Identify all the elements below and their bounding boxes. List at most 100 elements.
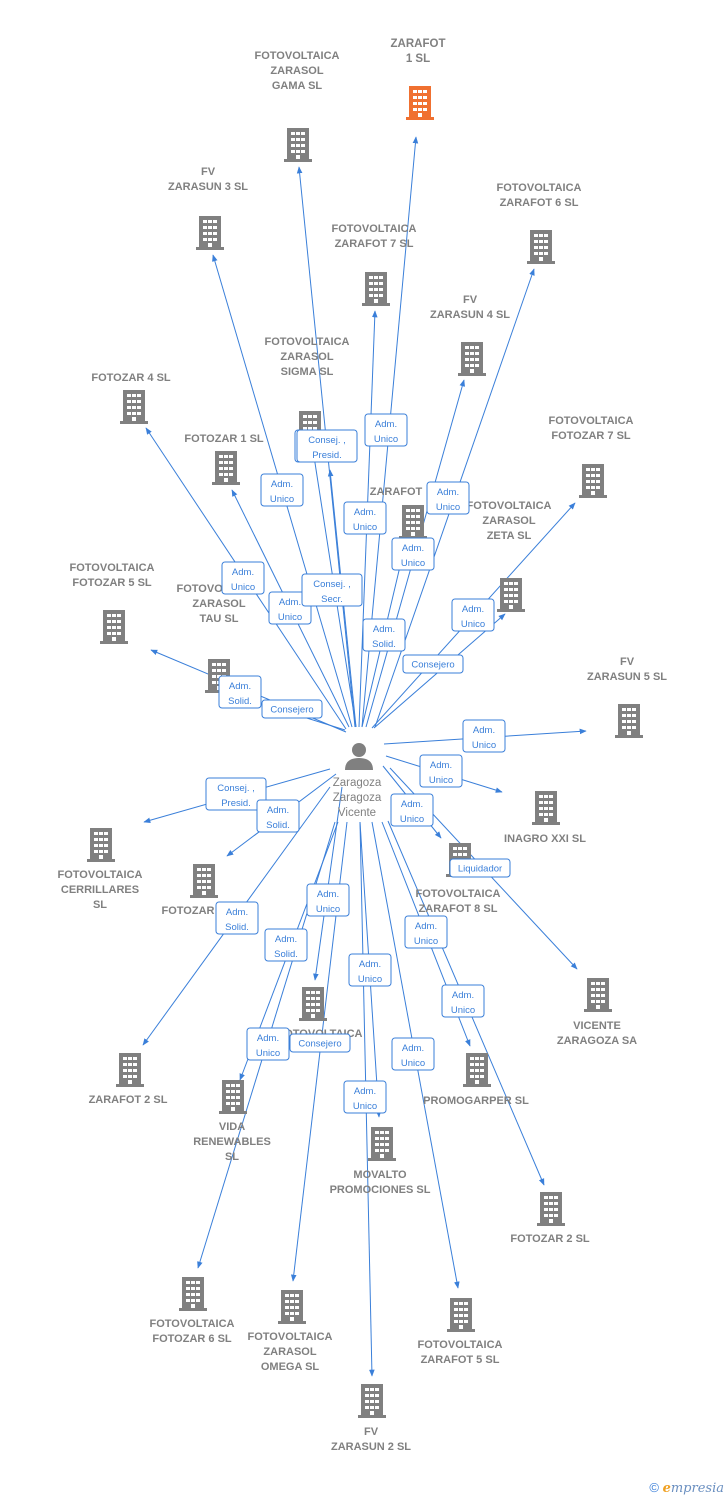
relation-label-c17[interactable]: Consej. ,Presid. [205,777,267,811]
company-node-c26[interactable]: FOTOZAR 2 SL [510,1192,590,1245]
company-label-line: FOTOVOLTAICA [255,50,340,62]
footer-brand[interactable]: © empresia [649,1480,724,1496]
relation-label-c21[interactable]: Adm.Unico [306,883,350,917]
company-node-c07[interactable]: FOTOZAR 4 SL [91,372,171,424]
relation-label-c28[interactable]: Consejero [289,1033,351,1053]
relation-label-text: Adm. [267,805,289,816]
relation-label-c12[interactable]: Consejero [402,654,464,674]
company-node-c11[interactable]: ZARAFOT [370,486,427,539]
relation-label-text: Unico [436,502,460,513]
relation-label-c06[interactable]: Adm.Unico [391,537,435,571]
company-node-c21[interactable]: FOTOVOLTAICA [278,987,363,1040]
relation-label-text: Adm. [354,507,376,518]
building-icon [615,704,643,738]
relation-label-c02[interactable]: Adm.Unico [260,473,304,507]
company-node-c22[interactable]: ZARAFOT 2 SL [89,1053,168,1106]
company-node-c24[interactable]: PROMOGARPER SL [423,1053,529,1107]
relation-label-c23[interactable]: Adm.Solid. [264,928,308,962]
relation-label-c13[interactable]: Adm.Solid. [218,675,262,709]
company-label-line: OMEGA SL [261,1361,320,1373]
relation-label-text: Solid. [372,639,396,650]
company-label-line: FOTOZAR 5 SL [72,577,152,589]
relation-label-c25[interactable]: Adm.Unico [348,953,392,987]
relation-label-c22[interactable]: Adm.Solid. [215,901,259,935]
company-label-line: ZARASUN 5 SL [587,671,667,683]
relation-label-c11[interactable]: Adm.Solid. [362,618,406,652]
relation-label-c15[interactable]: Adm.Unico [462,719,506,753]
company-label-line: ZARASOL [280,351,333,363]
relation-label-box [296,429,358,463]
relation-label-c14[interactable]: Consejero [261,699,323,719]
company-label-line: MOVALTO [353,1169,407,1181]
relation-label-box [362,618,406,652]
company-label-line: ZETA SL [487,530,532,542]
relation-label-c27[interactable]: Adm.Unico [246,1027,290,1061]
company-node-c25[interactable]: MOVALTO PROMOCIONES SL [330,1127,431,1196]
company-label-line: ZARASUN 2 SL [331,1441,411,1453]
relation-label-c04[interactable]: Adm.Unico [426,481,470,515]
person-name-line-1: Zaragoza [333,777,382,789]
relation-label-c30[interactable]: Adm.Unico [343,1080,387,1114]
relation-label-text: Adm. [257,1033,279,1044]
relation-label-text: Adm. [401,799,423,810]
relation-label-text: Unico [316,904,340,915]
company-label-line: FOTOVOLTAICA [497,182,582,194]
relation-label-c08[interactable]: Consej. ,Presid. [296,429,358,463]
relation-label-c16[interactable]: Adm.Unico [419,754,463,788]
company-label-line: PROMOCIONES SL [330,1184,431,1196]
relation-label-text: Consejero [270,705,313,716]
relation-label-text: Unico [270,494,294,505]
building-icon [362,272,390,306]
relation-label-c19[interactable]: Adm.Unico [390,793,434,827]
relation-label-c20[interactable]: Liquidador [449,858,511,878]
company-node-c16[interactable]: INAGRO XXI SL [504,791,586,845]
relation-label-c09[interactable]: Adm.Unico [268,591,312,625]
company-label-line: FOTOVOLTAICA [418,1339,503,1351]
person-node[interactable]: Zaragoza Zaragoza Vicente [333,743,382,819]
relation-label-box [343,501,387,535]
building-icon [368,1127,396,1161]
relation-label-c24[interactable]: Adm.Unico [404,915,448,949]
brand-logo: empresia [662,1481,724,1496]
relation-label-text: Adm. [473,725,495,736]
relation-label-box [215,901,259,935]
relation-label-c05[interactable]: Adm.Unico [343,501,387,535]
relation-label-text: Adm. [430,760,452,771]
relation-label-box [221,561,265,595]
relation-label-c07[interactable]: Adm.Unico [221,561,265,595]
relation-label-c01[interactable]: Adm.Unico [364,413,408,447]
relation-label-c26[interactable]: Adm.Unico [441,984,485,1018]
relation-label-box [451,598,495,632]
company-node-c09[interactable]: FOTOZAR 1 SL [184,433,264,485]
building-icon [463,1053,491,1087]
company-label-line: SL [93,899,107,911]
relation-label-c29[interactable]: Adm.Unico [391,1037,435,1071]
relation-label-text: Unico [231,582,255,593]
relation-label-c08b[interactable]: Consej. ,Secr. [301,573,363,607]
building-icon [584,978,612,1012]
relation-label-c18[interactable]: Adm.Solid. [256,799,300,833]
company-node-c18[interactable]: FOTOZAR [162,864,218,917]
relation-label-c10[interactable]: Adm.Unico [451,598,495,632]
building-icon [278,1290,306,1324]
